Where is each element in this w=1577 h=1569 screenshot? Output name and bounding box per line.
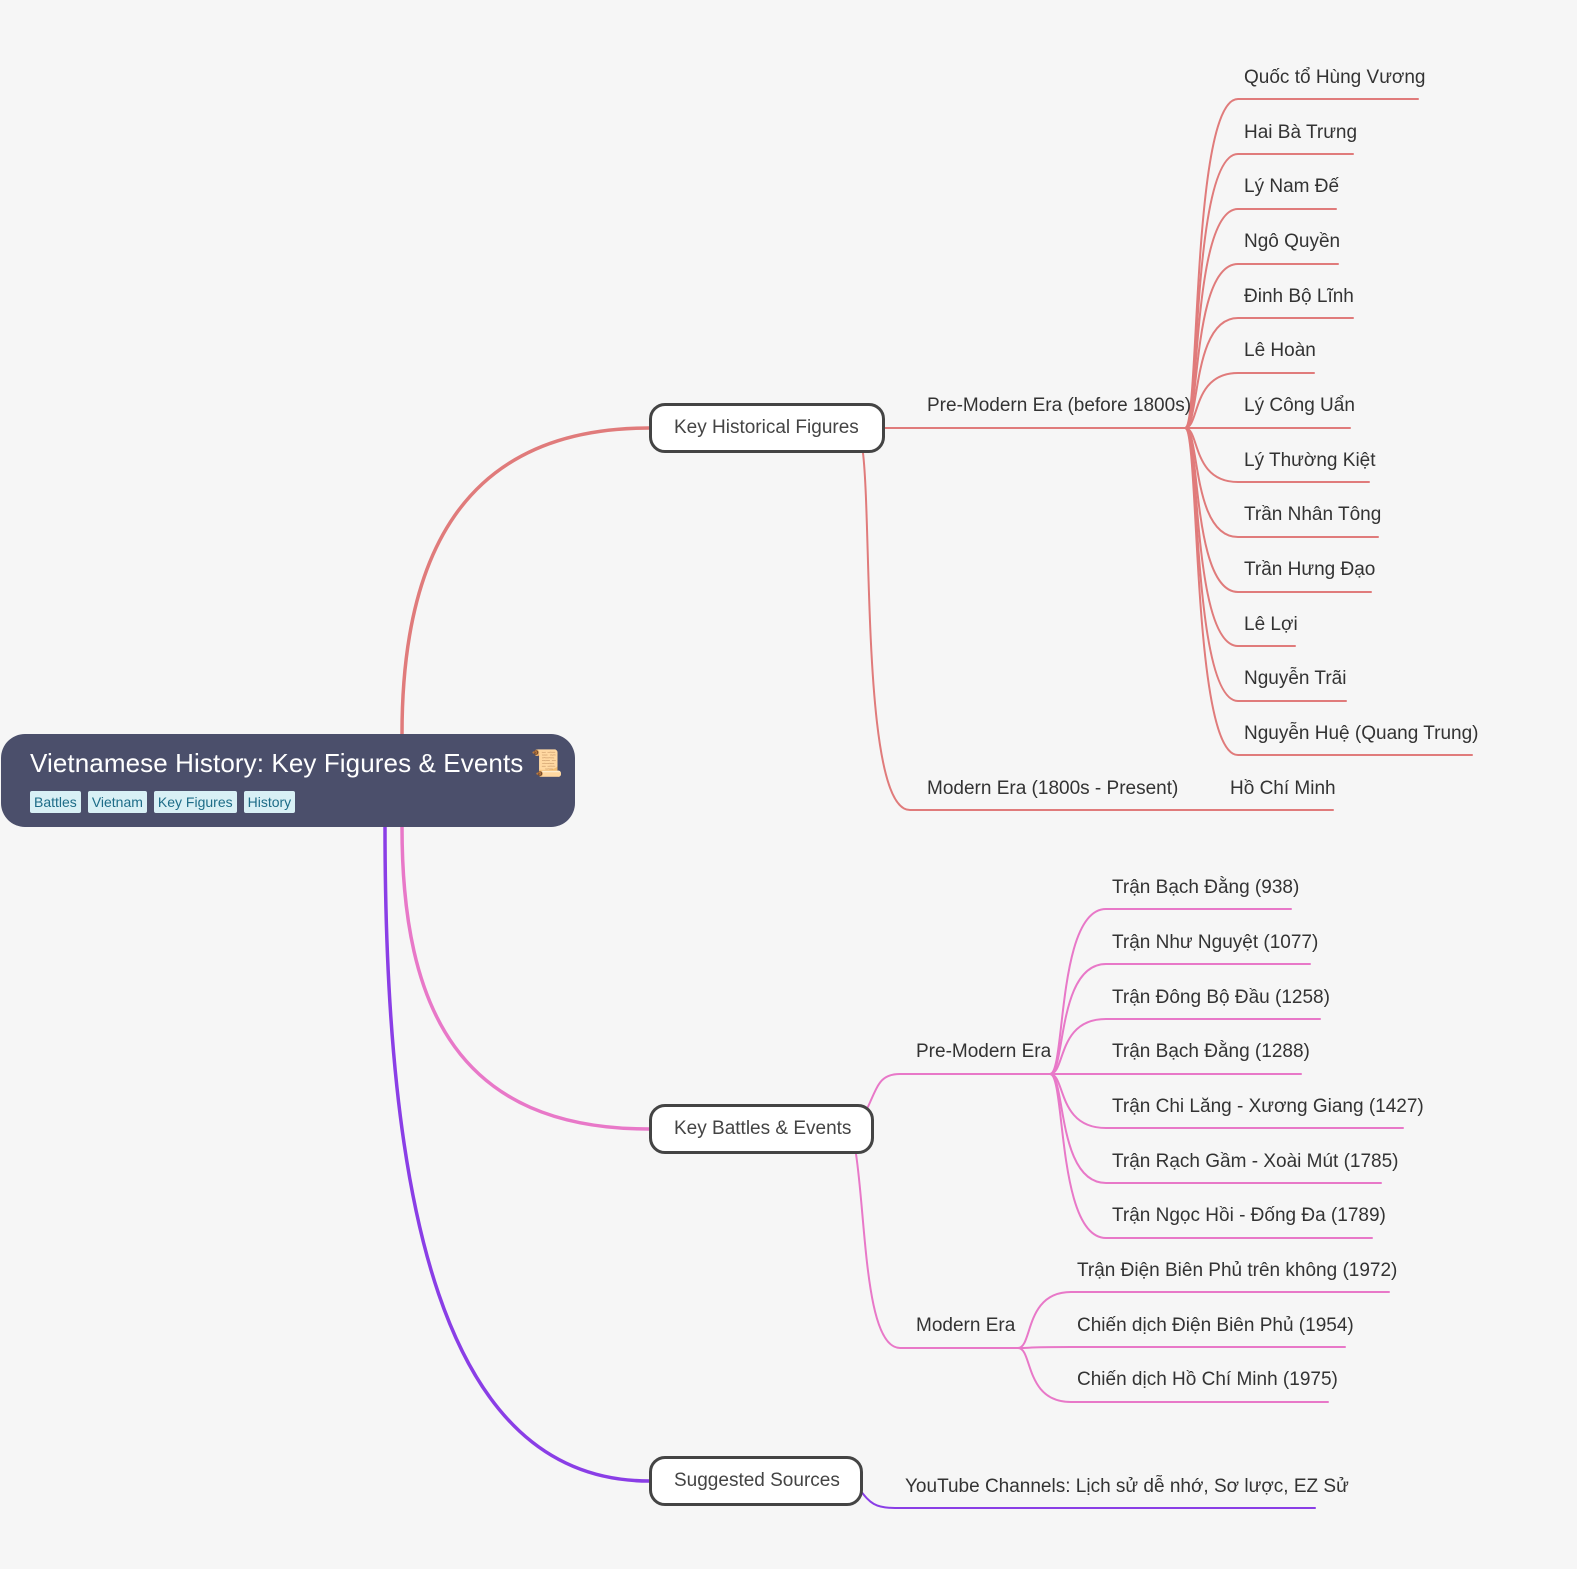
leaf-figure[interactable]: Quốc tổ Hùng Vương bbox=[1244, 67, 1426, 88]
leaf-figure[interactable]: Trần Nhân Tông bbox=[1244, 504, 1382, 525]
tag-list: Battles Vietnam Key Figures History bbox=[30, 791, 575, 813]
root-title: Vietnamese History: Key Figures & Events… bbox=[30, 746, 575, 780]
connector-sources-leaf bbox=[859, 1489, 1316, 1509]
leaf-battle[interactable]: Trận Chi Lăng - Xương Giang (1427) bbox=[1112, 1096, 1424, 1117]
leaf-battle-modern[interactable]: Trận Điện Biên Phủ trên không (1972) bbox=[1077, 1260, 1398, 1281]
root-title-text: Vietnamese History: Key Figures & Events bbox=[30, 748, 524, 778]
leaf-figure[interactable]: Lê Hoàn bbox=[1244, 340, 1316, 361]
leaf-figure[interactable]: Hai Bà Trưng bbox=[1244, 122, 1358, 143]
leaf-figure[interactable]: Đinh Bộ Lĩnh bbox=[1244, 286, 1354, 307]
leaf-battle-modern[interactable]: Chiến dịch Hồ Chí Minh (1975) bbox=[1077, 1369, 1338, 1390]
leaf-figure[interactable]: Nguyễn Trãi bbox=[1244, 668, 1347, 689]
connector-root-sources bbox=[383, 825, 651, 1483]
connector-root-figures bbox=[400, 426, 651, 736]
branch-key-battles-events[interactable]: Key Battles & Events bbox=[649, 1104, 874, 1154]
connector-battle-modern-leaf bbox=[1017, 1291, 1390, 1349]
subtopic-battles-pre-modern[interactable]: Pre-Modern Era bbox=[916, 1041, 1052, 1062]
leaf-figure[interactable]: Lý Thường Kiệt bbox=[1244, 450, 1376, 471]
connector-battle-leaf bbox=[1049, 1018, 1321, 1075]
leaf-battle-modern[interactable]: Chiến dịch Điện Biên Phủ (1954) bbox=[1077, 1315, 1354, 1336]
tag-battles[interactable]: Battles bbox=[30, 791, 81, 813]
leaf-battle[interactable]: Trận Bạch Đằng (938) bbox=[1112, 877, 1300, 898]
leaf-battle[interactable]: Trận Như Nguyệt (1077) bbox=[1112, 932, 1319, 953]
leaf-figure[interactable]: Lê Lợi bbox=[1244, 614, 1298, 635]
tag-vietnam[interactable]: Vietnam bbox=[87, 791, 147, 813]
leaf-figure[interactable]: Nguyễn Huệ (Quang Trung) bbox=[1244, 723, 1479, 744]
leaf-battle[interactable]: Trận Rạch Gầm - Xoài Mút (1785) bbox=[1112, 1151, 1399, 1172]
connector-figure-leaf bbox=[1184, 317, 1354, 429]
branch-key-historical-figures[interactable]: Key Historical Figures bbox=[649, 403, 885, 453]
leaf-battle[interactable]: Trận Bạch Đằng (1288) bbox=[1112, 1041, 1310, 1062]
subtopic-figures-modern[interactable]: Modern Era (1800s - Present) bbox=[927, 778, 1179, 799]
scroll-icon: 📜 bbox=[530, 748, 564, 778]
leaf-battle[interactable]: Trận Đông Bộ Đầu (1258) bbox=[1112, 987, 1330, 1008]
connector-battle-leaf bbox=[1049, 1073, 1373, 1239]
leaf-source[interactable]: YouTube Channels: Lịch sử dễ nhớ, Sơ lượ… bbox=[905, 1476, 1349, 1497]
connector-figures-modern bbox=[862, 452, 1168, 811]
connector-figure-leaf bbox=[1184, 372, 1315, 429]
tag-history[interactable]: History bbox=[243, 791, 296, 813]
branch-suggested-sources[interactable]: Suggested Sources bbox=[649, 1456, 863, 1506]
connector-battle-modern-leaf bbox=[1017, 1347, 1329, 1403]
subtopic-battles-modern[interactable]: Modern Era bbox=[916, 1315, 1016, 1336]
root-node[interactable]: Vietnamese History: Key Figures & Events… bbox=[1, 734, 575, 827]
connector-battle-modern-leaf bbox=[1017, 1346, 1346, 1349]
leaf-figure[interactable]: Lý Nam Đế bbox=[1244, 176, 1340, 197]
connector-battles-modern bbox=[855, 1153, 1019, 1349]
connector-battles-premodern bbox=[866, 1073, 1051, 1110]
connector-battle-leaf bbox=[1049, 908, 1292, 1075]
subtopic-figures-pre-modern[interactable]: Pre-Modern Era (before 1800s) bbox=[927, 395, 1192, 416]
connector-figure-leaf bbox=[1184, 427, 1473, 756]
leaf-figure[interactable]: Lý Công Uẩn bbox=[1244, 395, 1355, 416]
leaf-battle[interactable]: Trận Ngọc Hồi - Đống Đa (1789) bbox=[1112, 1205, 1386, 1226]
connector-battle-leaf bbox=[1049, 963, 1311, 1075]
leaf-figure[interactable]: Trần Hưng Đạo bbox=[1244, 559, 1376, 580]
leaf-figure-modern[interactable]: Hồ Chí Minh bbox=[1230, 778, 1336, 799]
leaf-figure[interactable]: Ngô Quyền bbox=[1244, 231, 1341, 252]
connector-root-battles bbox=[400, 825, 651, 1131]
tag-key-figures[interactable]: Key Figures bbox=[153, 791, 237, 813]
